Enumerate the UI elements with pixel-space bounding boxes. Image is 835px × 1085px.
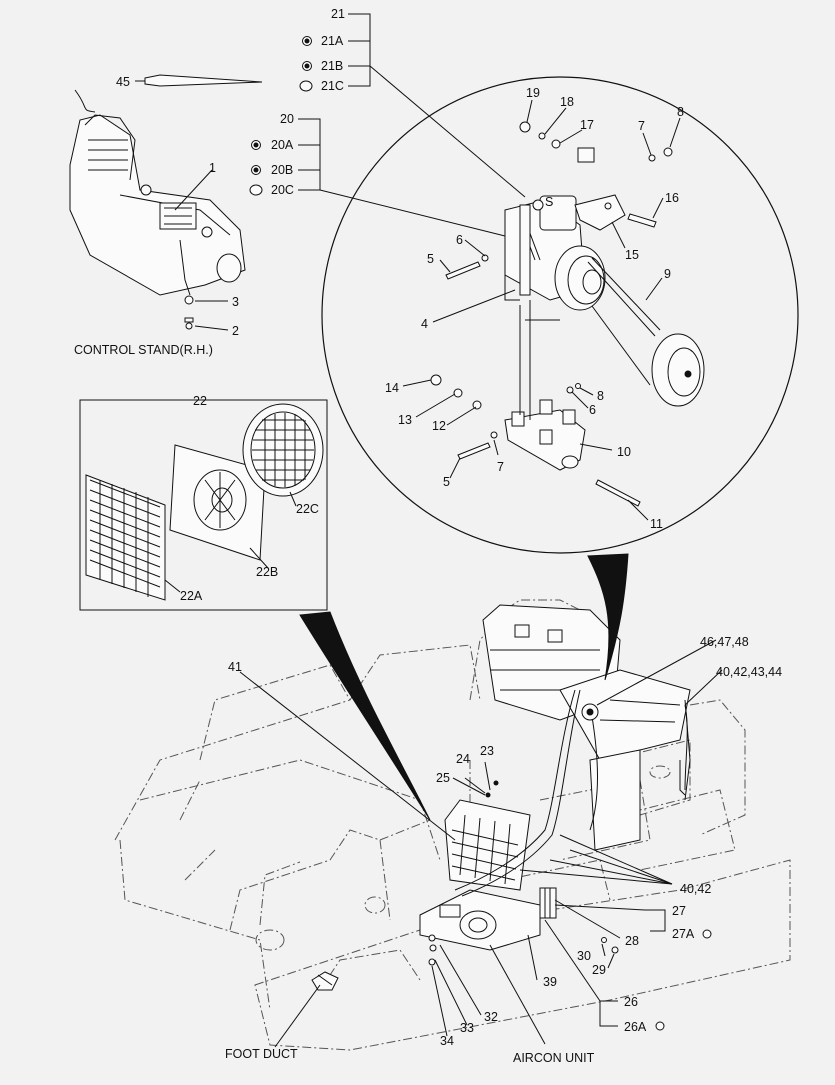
label-c5a: 5 <box>427 252 434 266</box>
detail-pointer-condenser <box>299 611 431 821</box>
label-2: 2 <box>232 324 239 338</box>
label-34: 34 <box>440 1034 454 1048</box>
label-24: 24 <box>456 752 470 766</box>
label-20b: 20B <box>271 163 293 177</box>
ac-hoses <box>454 689 688 897</box>
bracket-10 <box>504 399 641 507</box>
label-29: 29 <box>592 963 606 977</box>
part-labels: 21 21A 21B 21C 45 20 20A 20B 20C 1 3 2 C… <box>74 7 782 1065</box>
label-aircon-unit: AIRCON UNIT <box>513 1051 595 1065</box>
circle-fasteners <box>430 121 673 460</box>
label-32: 32 <box>484 1010 498 1024</box>
label-c17: 17 <box>580 118 594 132</box>
label-foot-duct: FOOT DUCT <box>225 1047 298 1061</box>
label-21a: 21A <box>321 34 344 48</box>
label-c6b: 6 <box>589 403 596 417</box>
label-20c: 20C <box>271 183 294 197</box>
lower-fasteners <box>428 780 619 966</box>
cable-tie <box>144 74 263 87</box>
condenser-kit-box <box>79 399 328 611</box>
label-27: 27 <box>672 904 686 918</box>
label-c7b: 7 <box>497 460 504 474</box>
label-20: 20 <box>280 112 294 126</box>
compressor-detail-circle <box>321 76 799 554</box>
label-22: 22 <box>193 394 207 408</box>
v-belt <box>587 257 705 407</box>
label-c4: 4 <box>421 317 428 331</box>
kit-symbols <box>249 36 712 1031</box>
label-c18: 18 <box>560 95 574 109</box>
label-c8b: 8 <box>597 389 604 403</box>
label-cs: S <box>545 195 553 209</box>
label-22c: 22C <box>296 502 319 516</box>
label-40-42-43-44: 40,42,43,44 <box>716 665 782 679</box>
leader-lines <box>135 13 723 1048</box>
control-stand <box>69 89 246 330</box>
label-21b: 21B <box>321 59 343 73</box>
condenser-installed <box>444 799 531 891</box>
label-22b: 22B <box>256 565 278 579</box>
label-39: 39 <box>543 975 557 989</box>
label-21: 21 <box>331 7 345 21</box>
label-c8a: 8 <box>677 105 684 119</box>
label-45: 45 <box>116 75 130 89</box>
label-c19: 19 <box>526 86 540 100</box>
label-26: 26 <box>624 995 638 1009</box>
label-c9: 9 <box>664 267 671 281</box>
label-c16: 16 <box>665 191 679 205</box>
label-28: 28 <box>625 934 639 948</box>
label-c5b: 5 <box>443 475 450 489</box>
label-23: 23 <box>480 744 494 758</box>
label-c13: 13 <box>398 413 412 427</box>
label-c12: 12 <box>432 419 446 433</box>
detail-pointer-compressor <box>587 553 629 681</box>
label-c15: 15 <box>625 248 639 262</box>
label-c6a: 6 <box>456 233 463 247</box>
engine-block <box>482 604 691 851</box>
aircon-unit <box>419 887 557 951</box>
label-40-42: 40,42 <box>680 882 711 896</box>
label-27a: 27A <box>672 927 695 941</box>
adjust-link <box>519 300 560 420</box>
label-c10: 10 <box>617 445 631 459</box>
label-26a: 26A <box>624 1020 647 1034</box>
label-3: 3 <box>232 295 239 309</box>
label-22a: 22A <box>180 589 203 603</box>
foot-duct-part <box>311 971 339 991</box>
label-c11: 11 <box>650 517 663 531</box>
label-25: 25 <box>436 771 450 785</box>
label-41: 41 <box>228 660 242 674</box>
label-c7a: 7 <box>638 119 645 133</box>
label-control-stand: CONTROL STAND(R.H.) <box>74 343 213 357</box>
label-46-47-48: 46,47,48 <box>700 635 749 649</box>
label-30: 30 <box>577 949 591 963</box>
label-c14: 14 <box>385 381 399 395</box>
label-20a: 20A <box>271 138 294 152</box>
label-21c: 21C <box>321 79 344 93</box>
label-33: 33 <box>460 1021 474 1035</box>
label-1: 1 <box>209 161 216 175</box>
bracket-15 <box>574 147 657 231</box>
